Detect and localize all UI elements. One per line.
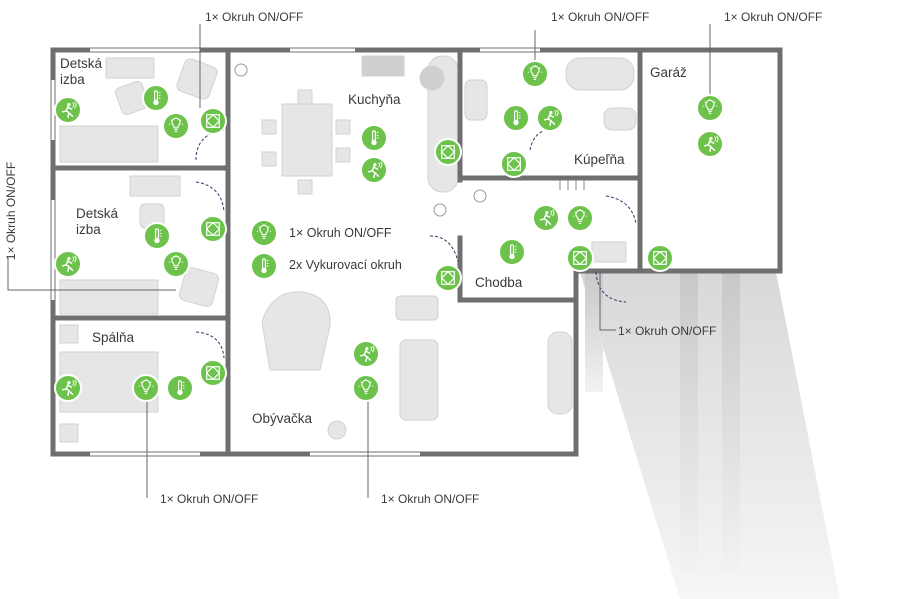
switch-icon xyxy=(199,359,227,387)
room-label-obyvacka: Obývačka xyxy=(252,411,313,426)
motion-sensor-icon xyxy=(54,250,82,278)
sensor-markers xyxy=(54,60,724,402)
windows xyxy=(51,48,540,456)
thermometer-icon xyxy=(142,84,170,112)
motion-sensor-icon xyxy=(352,340,380,368)
light-bulb-icon xyxy=(162,112,190,140)
bath-rail xyxy=(559,180,585,190)
motion-sensor-icon xyxy=(532,204,560,232)
room-label-garaz: Garáž xyxy=(650,65,687,80)
driveway xyxy=(580,272,840,599)
room-label-kuchyna: Kuchyňa xyxy=(348,92,401,107)
callout-lines xyxy=(7,24,711,498)
room-label-detska-izba-1: Detská xyxy=(60,56,103,71)
motion-sensor-icon xyxy=(696,130,724,158)
room-label-detska-izba-1-line2: izba xyxy=(60,72,85,87)
callout-kupelna: 1× Okruh ON/OFF xyxy=(551,10,650,24)
motion-sensor-icon xyxy=(360,156,388,184)
thermometer-icon xyxy=(250,252,278,280)
switch-icon xyxy=(500,150,528,178)
motion-sensor-icon xyxy=(54,374,82,402)
room-label-kupelna: Kúpeľňa xyxy=(574,152,625,167)
thermometer-icon xyxy=(166,374,194,402)
callout-chodba: 1× Okruh ON/OFF xyxy=(618,324,717,338)
motion-sensor-icon xyxy=(54,96,82,124)
fan-icon xyxy=(234,63,487,217)
switch-icon xyxy=(199,107,227,135)
switch-icon xyxy=(646,244,674,272)
switch-icon xyxy=(434,138,462,166)
switch-icon xyxy=(434,264,462,292)
room-label-detska-izba-2-line2: izba xyxy=(76,222,101,237)
thermometer-icon xyxy=(360,124,388,152)
room-label-spalna: Spálňa xyxy=(92,330,135,345)
room-label-detska-izba-2: Detská xyxy=(76,206,119,221)
light-bulb-icon xyxy=(352,374,380,402)
room-label-chodba: Chodba xyxy=(475,275,523,290)
callout-obyvacka: 1× Okruh ON/OFF xyxy=(381,492,480,506)
thermometer-icon xyxy=(498,238,526,266)
legend-heating-circuit: 2x Vykurovací okruh xyxy=(289,258,402,272)
light-bulb-icon xyxy=(521,60,549,88)
callout-spalna: 1× Okruh ON/OFF xyxy=(160,492,259,506)
legend-light-circuit: 1× Okruh ON/OFF xyxy=(289,226,392,240)
thermometer-icon xyxy=(502,104,530,132)
callout-detska-izba-left: 1× Okruh ON/OFF xyxy=(4,161,18,261)
thermometer-icon xyxy=(143,222,171,250)
switch-icon xyxy=(199,215,227,243)
light-bulb-icon xyxy=(162,250,190,278)
light-bulb-icon xyxy=(250,219,278,247)
callout-garaz: 1× Okruh ON/OFF xyxy=(724,10,823,24)
switch-icon xyxy=(566,244,594,272)
light-bulb-icon xyxy=(696,94,724,122)
callout-detska-izba: 1× Okruh ON/OFF xyxy=(205,10,304,24)
motion-sensor-icon xyxy=(536,104,564,132)
light-bulb-icon xyxy=(132,374,160,402)
light-bulb-icon xyxy=(566,204,594,232)
